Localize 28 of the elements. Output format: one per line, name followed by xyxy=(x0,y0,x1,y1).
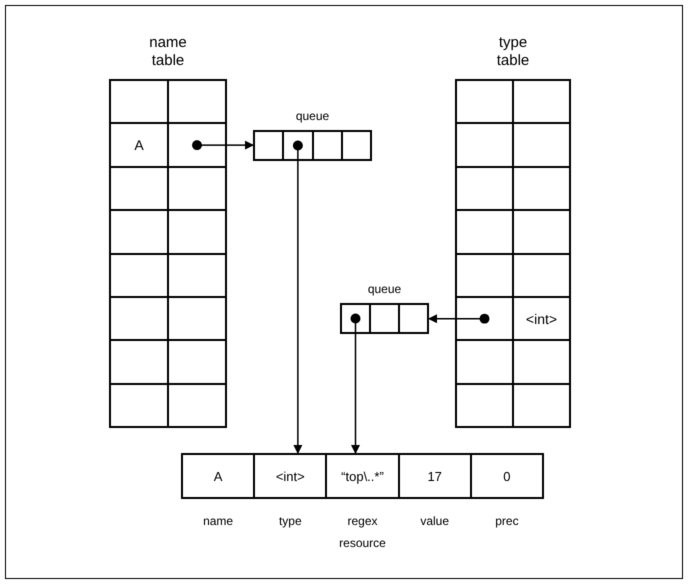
queue-slot xyxy=(399,304,428,333)
arrow xyxy=(192,140,254,150)
queue-slot xyxy=(370,304,399,333)
queue-label: queue xyxy=(294,108,330,125)
arrow xyxy=(292,140,303,454)
table-title: type table xyxy=(496,34,530,71)
table-entry: A xyxy=(110,123,168,167)
record-field: <int> xyxy=(254,454,326,498)
pointer-cell xyxy=(168,123,226,167)
field-label: prec xyxy=(494,513,520,530)
arrow xyxy=(428,314,490,324)
field-label: value xyxy=(419,513,450,530)
field-label: regex xyxy=(346,513,378,530)
table-title: name table xyxy=(148,34,188,71)
queue-slot xyxy=(254,131,284,160)
arrow xyxy=(350,314,360,454)
queue-slot xyxy=(312,131,342,160)
pointer-cell xyxy=(456,297,513,340)
record-field: 0 xyxy=(470,454,543,498)
record-field: 17 xyxy=(398,454,471,498)
record-field: “top\..*” xyxy=(326,454,399,498)
record-label: resource xyxy=(338,535,387,552)
queue-label: queue xyxy=(366,281,402,298)
record-field: A xyxy=(182,454,254,498)
queue-slot xyxy=(342,131,371,160)
field-label: name xyxy=(202,513,234,530)
field-label: type xyxy=(278,513,303,530)
table-entry: <int> xyxy=(513,297,570,340)
